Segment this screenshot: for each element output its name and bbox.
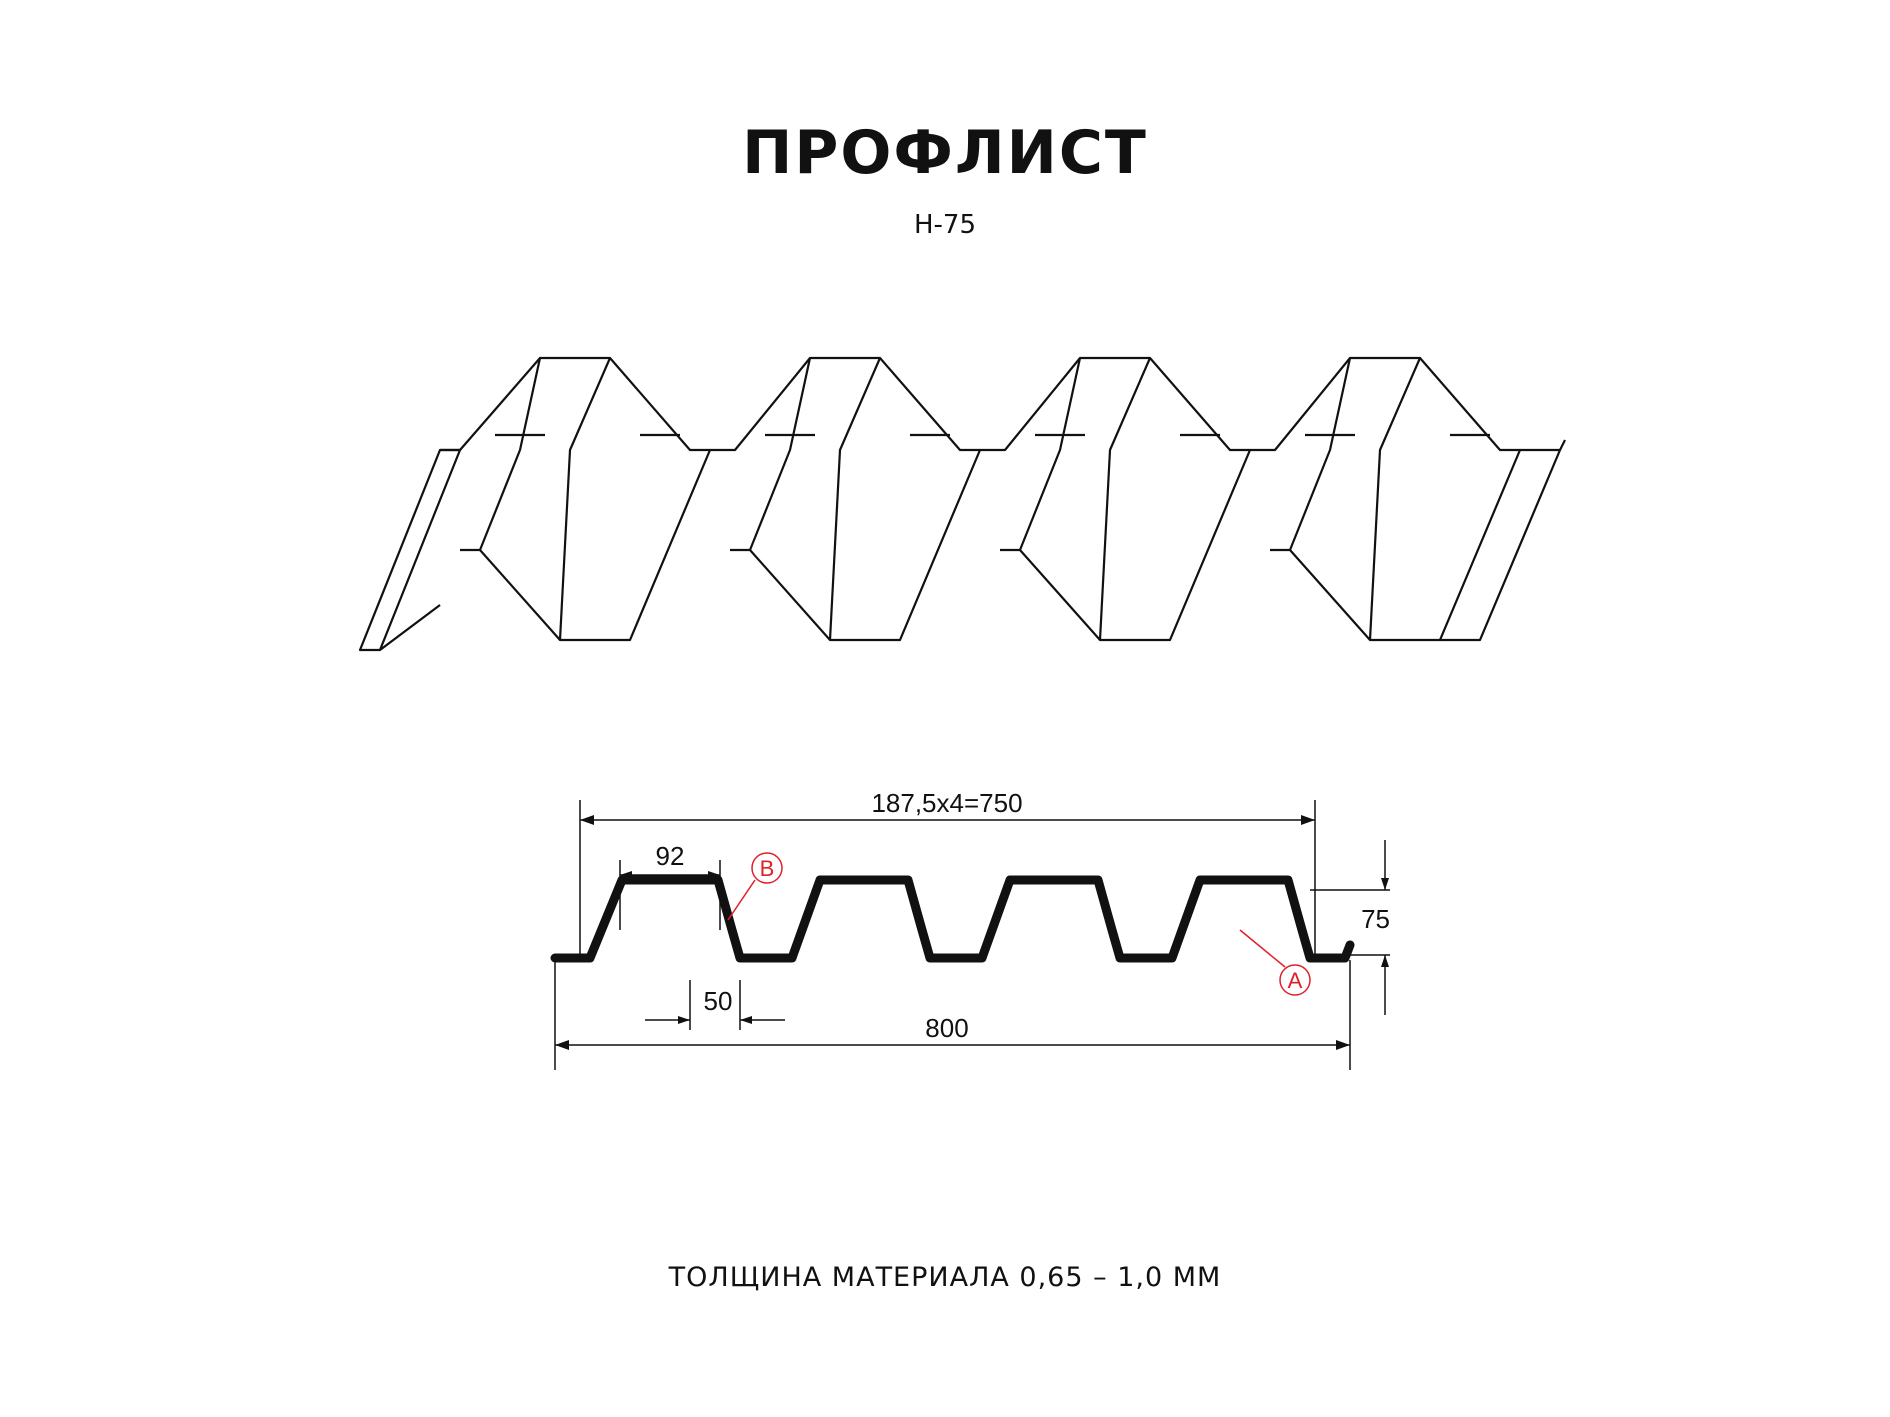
sheet-rib-2 — [710, 356, 982, 642]
material-thickness-note: ТОЛЩИНА МАТЕРИАЛА 0,65 – 1,0 ММ — [668, 1262, 1222, 1293]
sheet-right-edge — [1440, 448, 1562, 642]
sheet-rib-3 — [980, 356, 1252, 642]
callout-a-marker — [1279, 964, 1311, 996]
callout-a-label: A — [1288, 968, 1303, 993]
dimension-rib-bottom-label: 50 — [704, 986, 733, 1016]
dimension-rib-top-label: 92 — [656, 841, 685, 871]
sheet-rib-1 — [440, 356, 712, 642]
dimension-pitch-label: 187,5х4=750 — [871, 788, 1022, 818]
isometric-sheet-drawing — [358, 356, 1566, 652]
dimension-overall-label: 800 — [925, 1013, 968, 1043]
product-title: ПРОФЛИСТ — [742, 118, 1148, 188]
cross-section-drawing: 187,5х4=750 92 50 75 800 B A — [550, 788, 1390, 1070]
dimension-height-label: 75 — [1361, 904, 1390, 934]
callout-b-label: B — [760, 856, 775, 881]
profile-outline — [550, 875, 1355, 963]
sheet-rib-4 — [1250, 356, 1522, 642]
callout-b-marker — [751, 852, 783, 884]
product-model: Н-75 — [913, 210, 977, 240]
sheet-left-edge — [358, 448, 462, 652]
